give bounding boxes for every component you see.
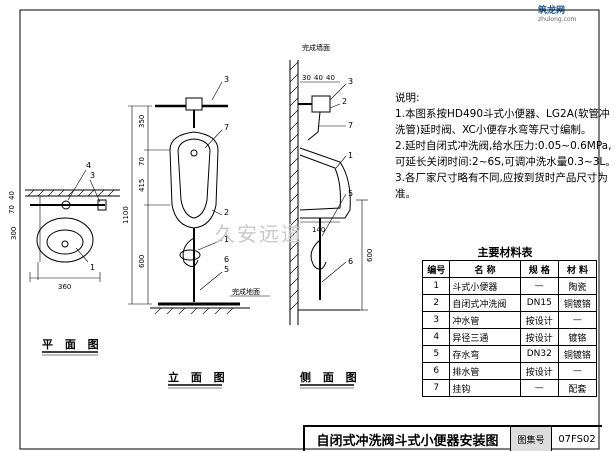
table-row: 6 排水管 按设计 — — [421, 362, 598, 380]
cell-name: 异径三通 — [449, 328, 521, 346]
cell-material: — — [557, 311, 598, 329]
side-callout-6: 6 — [348, 257, 353, 266]
side-finished-wall: 完成墙面 — [302, 43, 330, 52]
logo-text: 筑龙网 — [538, 6, 566, 16]
elev-callout-7: 7 — [224, 123, 229, 132]
drawing-title: 自闭式冲洗阀斗式小便器安装图 — [316, 433, 499, 449]
cell-no: 4 — [421, 328, 451, 346]
cell-material: 铜镀铬 — [557, 294, 598, 312]
plan-dim-300: 300 — [10, 227, 18, 240]
notes-title: 说明: — [395, 92, 420, 104]
header-name: 名 称 — [449, 260, 521, 278]
notes-line-1: 1.本图系按HD490斗式小便器、LG2A(软管冲 — [395, 108, 610, 120]
elev-callout-2: 2 — [224, 208, 229, 217]
cell-spec: 按设计 — [519, 362, 559, 380]
cell-material: 配套 — [557, 379, 598, 397]
cell-name: 冲水管 — [449, 311, 521, 329]
cell-no: 7 — [421, 379, 451, 397]
logo: 筑龙网 zhulong.com — [538, 3, 598, 23]
logo-sub: zhulong.com — [538, 16, 577, 23]
plan-dim-70: 70 — [8, 205, 16, 214]
elev-dim-415: 415 — [138, 179, 146, 192]
cell-name: 挂钩 — [449, 379, 521, 397]
side-callout-5: 5 — [348, 189, 353, 198]
side-callout-3: 3 — [348, 77, 353, 86]
side-callout-2: 2 — [342, 97, 347, 106]
atlas-label: 图集号 — [510, 427, 551, 451]
plan-callout-1: 1 — [90, 263, 95, 272]
cell-spec: — — [519, 277, 559, 295]
elev-dim-70: 70 — [138, 157, 146, 166]
drawing-sheet: 40 70 300 360 4 3 1 — [8, 9, 600, 450]
cell-material: 陶瓷 — [557, 277, 598, 295]
table-row: 7 挂钩 — 配套 — [421, 379, 598, 397]
elevation-view-label: 立 面 图 — [168, 371, 229, 384]
table-row: 4 异径三通 按设计 镀铬 — [421, 328, 598, 346]
side-dim-600: 600 — [366, 249, 374, 262]
notes-line-5: 3.各厂家尺寸略有不同,应按到货时产品尺寸为 — [395, 172, 608, 184]
header-spec: 规 格 — [519, 260, 559, 278]
notes-line-2: 洗管)延时阀、XC小便存水弯等尺寸编制。 — [395, 124, 592, 136]
side-callout-7: 7 — [348, 121, 353, 130]
side-view — [289, 60, 368, 325]
materials-table: 编号 名 称 规 格 材 料 1 斗式小便器 — 陶瓷 2 自闭式冲洗阀 DN1… — [421, 260, 598, 397]
elev-dim-1100: 1100 — [122, 206, 130, 224]
cell-no: 2 — [421, 294, 451, 312]
cell-no: 5 — [421, 345, 451, 363]
materials-header-row: 编号 名 称 规 格 材 料 — [421, 260, 598, 278]
header-material: 材 料 — [557, 260, 598, 278]
cell-material: 镀铬 — [557, 328, 598, 346]
notes-line-4: 可延长关闭时间:2~6S,可调冲洗水量0.3~3L。 — [395, 156, 616, 168]
table-row: 1 斗式小便器 — 陶瓷 — [421, 277, 598, 295]
cell-spec: — — [519, 379, 559, 397]
table-row: 5 存水弯 DN32 铜镀铬 — [421, 345, 598, 363]
elev-callout-6: 6 — [224, 255, 229, 264]
header-no: 编号 — [421, 260, 451, 278]
atlas-number: 07FS02 — [551, 427, 602, 451]
cell-no: 6 — [421, 362, 451, 380]
cell-name: 排水管 — [449, 362, 521, 380]
elev-callout-5: 5 — [224, 265, 229, 274]
cell-no: 3 — [421, 311, 451, 329]
cell-spec: 按设计 — [519, 328, 559, 346]
elevation-view — [128, 81, 270, 315]
elev-finished-floor: 完成地面 — [232, 287, 260, 296]
side-dim-40b: 40 — [326, 74, 335, 82]
plan-dim-360: 360 — [58, 283, 71, 291]
plan-callout-3: 3 — [90, 171, 95, 180]
table-row: 3 冲水管 按设计 — — [421, 311, 598, 329]
table-row: 2 自闭式冲洗阀 DN15 铜镀铬 — [421, 294, 598, 312]
plan-view-label: 平 面 图 — [42, 338, 103, 351]
cell-name: 自闭式冲洗阀 — [449, 294, 521, 312]
notes-line-3: 2.延时自闭式冲洗阀,给水压力:0.05~0.6MPa, — [395, 140, 612, 152]
plan-view — [25, 169, 120, 282]
cell-material: 铜镀铬 — [557, 345, 598, 363]
notes-block: 说明: 1.本图系按HD490斗式小便器、LG2A(软管冲 洗管)延时阀、XC小… — [395, 90, 616, 202]
elev-callout-1: 1 — [224, 235, 229, 244]
title-block: 自闭式冲洗阀斗式小便器安装图 图集号 07FS02 — [303, 425, 602, 451]
watermark: 久安远道 — [215, 222, 303, 246]
cell-no: 1 — [421, 277, 451, 295]
side-dim-30: 30 — [302, 74, 311, 82]
cell-spec: 按设计 — [519, 311, 559, 329]
cell-material: — — [557, 362, 598, 380]
plan-dim-40: 40 — [8, 191, 16, 200]
notes-line-6: 准。 — [395, 188, 416, 200]
elev-dim-600: 600 — [138, 255, 146, 268]
cell-name: 斗式小便器 — [449, 277, 521, 295]
side-dim-40a: 40 — [314, 74, 323, 82]
elev-callout-3: 3 — [224, 75, 229, 84]
cell-spec: DN15 — [519, 294, 559, 312]
cell-spec: DN32 — [519, 345, 559, 363]
materials-title: 主要材料表 — [477, 246, 533, 259]
side-callout-1: 1 — [348, 151, 353, 160]
cell-name: 存水弯 — [449, 345, 521, 363]
side-dim-140: 140 — [312, 226, 325, 234]
side-view-label: 侧 面 图 — [300, 371, 361, 384]
plan-callout-4: 4 — [86, 161, 91, 170]
elev-dim-350: 350 — [138, 115, 146, 128]
